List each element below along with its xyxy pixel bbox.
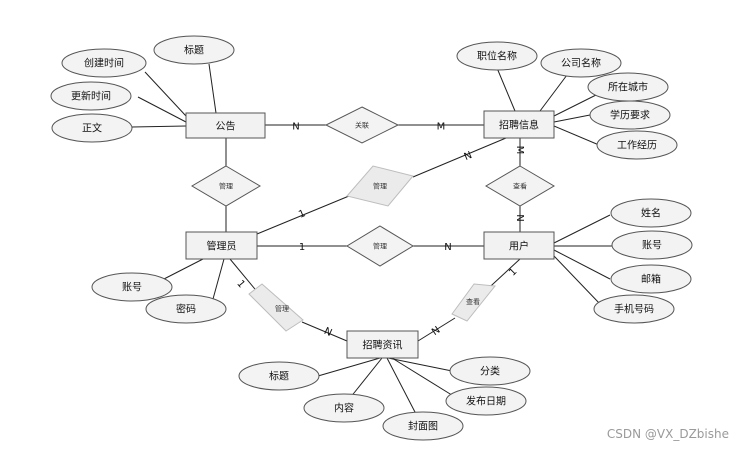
card-admin-news-right: N <box>322 326 333 339</box>
rel-manage-news: 管理 <box>248 283 304 332</box>
attr-announcement-title: 标题 <box>153 35 235 65</box>
entity-user: 用户 <box>483 231 555 260</box>
attr-admin-password-label: 密码 <box>176 303 196 316</box>
attr-recruit-info-education-label: 学历要求 <box>610 109 650 122</box>
attr-news-title: 标题 <box>238 361 320 391</box>
attr-user-phone: 手机号码 <box>593 294 675 324</box>
attr-announcement-created-time-label: 创建时间 <box>84 57 124 70</box>
attr-announcement-title-label: 标题 <box>184 45 204 57</box>
attr-news-content: 内容 <box>303 393 385 423</box>
entity-recruit-news-label: 招聘资讯 <box>363 339 403 352</box>
attr-user-account-label: 账号 <box>642 240 662 252</box>
watermark: CSDN @VX_DZbishe <box>606 427 729 441</box>
attr-news-cover-image: 封面图 <box>382 411 464 441</box>
rel-manage-user: 管理 <box>346 225 414 267</box>
entity-recruit-info-label: 招聘信息 <box>499 119 539 132</box>
attr-admin-account-label: 账号 <box>122 282 142 294</box>
card-associate-left: N <box>292 122 299 133</box>
attr-news-category: 分类 <box>449 356 531 386</box>
connector-lines <box>131 63 617 415</box>
card-admin-recruit-info-right: N <box>463 150 474 163</box>
entity-recruit-news: 招聘资讯 <box>346 330 419 359</box>
rel-manage-news-label: 管理 <box>275 304 289 313</box>
entity-admin-label: 管理员 <box>207 240 237 253</box>
rel-view-news-label: 查看 <box>466 297 480 306</box>
attr-announcement-body: 正文 <box>51 113 133 143</box>
card-user-news-right: 1 <box>507 266 519 278</box>
attr-recruit-info-company-label: 公司名称 <box>561 57 601 70</box>
attr-news-publish-date-label: 发布日期 <box>466 395 506 408</box>
rel-view-news: 查看 <box>451 283 496 322</box>
entity-recruit-info: 招聘信息 <box>483 110 555 139</box>
attr-recruit-info-experience-label: 工作经历 <box>617 139 657 152</box>
attr-user-email: 邮箱 <box>610 264 692 294</box>
attr-announcement-created-time: 创建时间 <box>61 48 147 78</box>
attr-news-content-label: 内容 <box>334 402 354 415</box>
rel-manage-recruit-info: 管理 <box>346 165 414 207</box>
attr-recruit-info-position-label: 职位名称 <box>477 50 517 63</box>
attr-recruit-info-company: 公司名称 <box>540 48 622 78</box>
attr-admin-account: 账号 <box>91 272 173 302</box>
rel-associate-label: 关联 <box>355 121 369 130</box>
entity-admin: 管理员 <box>185 231 258 260</box>
rel-manage-announcement-label: 管理 <box>219 182 233 191</box>
attr-announcement-updated-time: 更新时间 <box>50 81 132 111</box>
attr-recruit-info-city-label: 所在城市 <box>608 81 648 94</box>
card-admin-user-right: N <box>444 242 451 253</box>
attr-announcement-body-label: 正文 <box>82 122 102 135</box>
attr-user-phone-label: 手机号码 <box>614 303 654 316</box>
attr-user-account: 账号 <box>611 230 693 260</box>
rel-view-recruit-info: 查看 <box>485 165 555 207</box>
card-admin-news-left: 1 <box>234 278 247 290</box>
rel-associate: 关联 <box>324 106 400 144</box>
attr-recruit-info-education: 学历要求 <box>589 100 671 130</box>
attr-announcement-updated-time-label: 更新时间 <box>71 90 111 103</box>
attr-user-name: 姓名 <box>610 198 692 228</box>
entity-announcement: 公告 <box>185 112 266 139</box>
attr-user-name-label: 姓名 <box>641 207 661 220</box>
attr-recruit-info-position: 职位名称 <box>456 41 538 71</box>
card-admin-recruit-info-left: 1 <box>297 208 307 221</box>
rel-manage-user-label: 管理 <box>373 242 387 251</box>
rel-manage-announcement: 管理 <box>191 165 261 207</box>
entity-user-label: 用户 <box>509 240 529 253</box>
rel-manage-recruit-info-label: 管理 <box>373 182 387 191</box>
card-view-info-top: M <box>514 146 525 155</box>
attr-recruit-info-experience: 工作经历 <box>596 130 678 160</box>
card-associate-right: M <box>437 122 446 133</box>
attr-admin-password: 密码 <box>145 294 227 324</box>
attr-news-title-label: 标题 <box>269 371 289 383</box>
attr-news-publish-date: 发布日期 <box>445 386 527 416</box>
card-view-info-bottom: N <box>514 214 525 221</box>
attr-recruit-info-city: 所在城市 <box>587 72 669 102</box>
attr-news-cover-image-label: 封面图 <box>408 420 438 433</box>
attr-news-category-label: 分类 <box>480 365 500 378</box>
attr-user-email-label: 邮箱 <box>641 273 661 286</box>
entity-announcement-label: 公告 <box>216 120 236 133</box>
card-admin-user-left: 1 <box>299 242 305 253</box>
rel-view-recruit-info-label: 查看 <box>513 182 527 191</box>
